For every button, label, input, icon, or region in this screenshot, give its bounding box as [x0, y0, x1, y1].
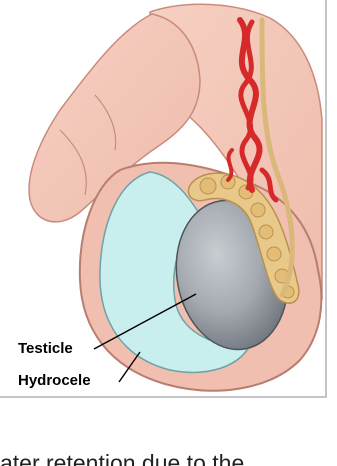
caption-text: ater retention due to the: [0, 451, 337, 466]
testicle-label: Testicle: [18, 340, 73, 357]
hydrocele-illustration: Testicle Hydrocele: [0, 0, 327, 398]
figure-frame: Testicle Hydrocele: [0, 0, 327, 398]
hydrocele-label: Hydrocele: [18, 372, 91, 389]
